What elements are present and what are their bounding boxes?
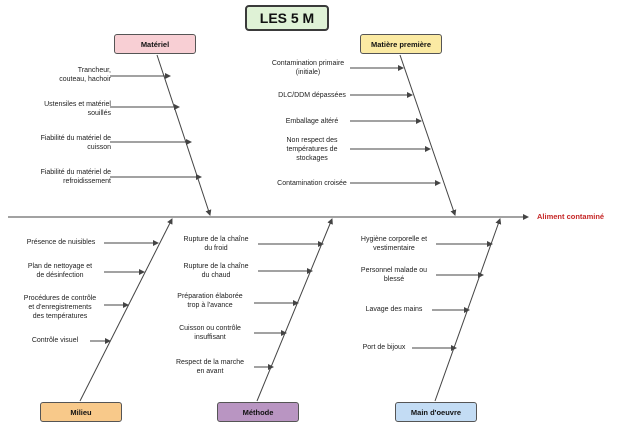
bone-matiere-premiere — [399, 54, 457, 216]
cause-matiere-4: Non respect des températures de stockage… — [286, 137, 338, 162]
cause-materiel-3: Fiabilité du matériel de cuisson — [40, 135, 111, 151]
category-milieu: Milieu — [40, 402, 122, 422]
cause-matiere-1: Contamination primaire (initiale) — [271, 60, 345, 76]
bone-materiel — [156, 54, 212, 216]
cause-materiel-4: Fiabilité du matériel de refroidissement — [40, 169, 111, 185]
cause-main-2: Personnel malade ou blessé — [360, 267, 428, 283]
bone-methode — [256, 218, 333, 402]
cause-matiere-5: Contamination croisée — [277, 180, 347, 187]
cause-main-1: Hygiène corporelle et vestimentaire — [360, 236, 428, 252]
cause-main-4: Port de bijoux — [362, 344, 406, 351]
cause-methode-5: Respect de la marche en avant — [175, 359, 245, 375]
effect-label: Aliment contaminé — [537, 212, 605, 221]
cause-materiel-2: Ustensiles et matériel souillés — [44, 101, 111, 117]
category-matiere-premiere: Matière première — [360, 34, 442, 54]
bone-milieu — [79, 218, 173, 402]
category-main-doeuvre: Main d'oeuvre — [395, 402, 477, 422]
category-methode: Méthode — [217, 402, 299, 422]
category-materiel: Matériel — [114, 34, 196, 54]
cause-matiere-3: Emballage altéré — [285, 118, 339, 125]
cause-methode-4: Cuisson ou contrôle insuffisant — [179, 325, 241, 341]
cause-methode-1: Rupture de la chaîne du froid — [183, 236, 249, 252]
cause-milieu-1: Présence de nuisibles — [26, 239, 96, 246]
cause-milieu-2: Plan de nettoyage et de désinfection — [27, 263, 93, 279]
cause-materiel-1: Trancheur, couteau, hachoir — [59, 67, 111, 83]
cause-milieu-3: Procédures de contrôle et d'enregistreme… — [23, 295, 97, 320]
cause-matiere-2: DLC/DDM dépassées — [278, 92, 346, 99]
cause-milieu-4: Contrôle visuel — [31, 337, 79, 344]
cause-methode-2: Rupture de la chaîne du chaud — [183, 263, 249, 279]
cause-methode-3: Préparation élaborée trop à l'avance — [177, 293, 243, 309]
cause-main-3: Lavage des mains — [365, 306, 423, 313]
diagram-title: LES 5 M — [245, 5, 329, 31]
